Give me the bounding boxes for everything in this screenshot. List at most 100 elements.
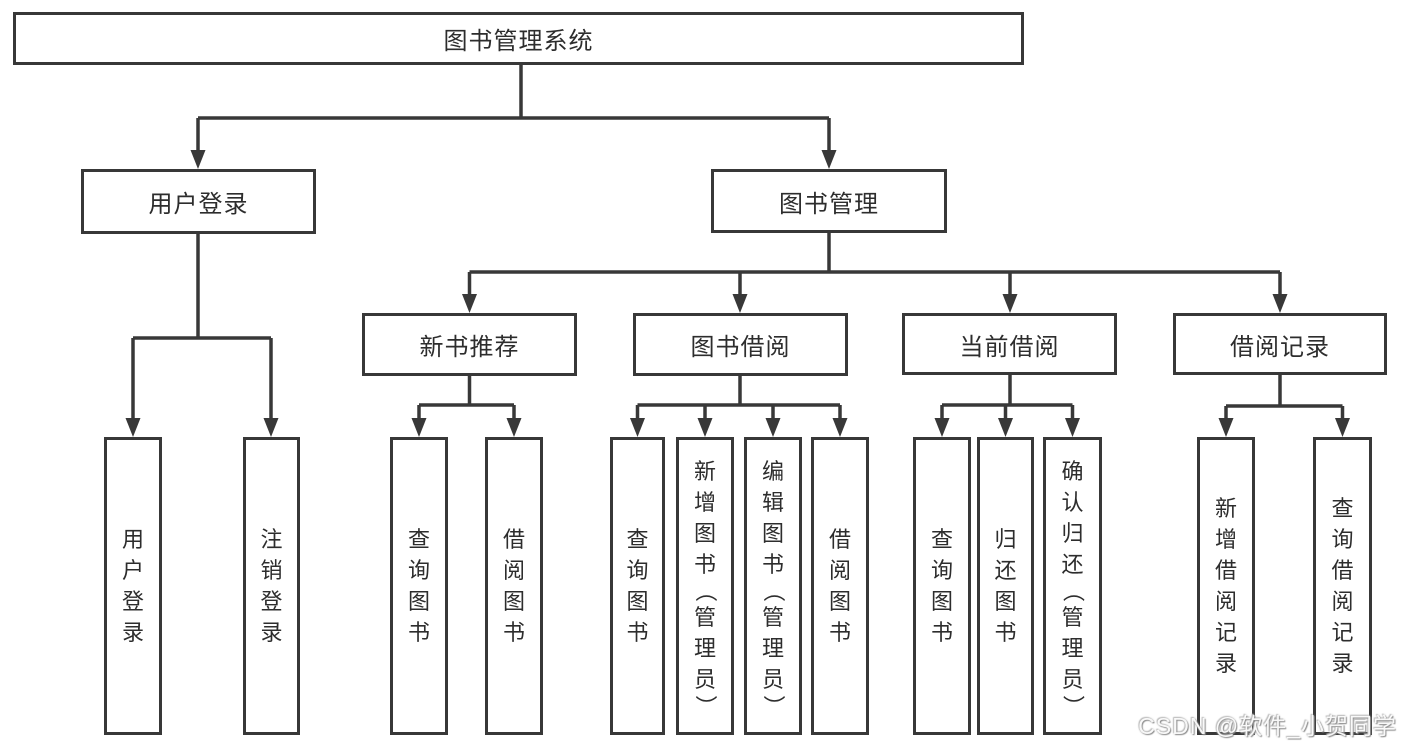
vertical-label-char: 登 — [121, 589, 144, 614]
vertical-label-char: 登 — [260, 589, 283, 614]
vertical-label-char: 还 — [1061, 551, 1084, 577]
vertical-label-char: 图 — [502, 589, 525, 614]
node-leaf-logout: 注销登录 — [243, 437, 300, 735]
vertical-label-char: 图 — [407, 589, 430, 614]
vertical-label-char: 借 — [1214, 558, 1237, 583]
vertical-label-char: 管 — [1061, 604, 1084, 630]
node-root-library-system: 图书管理系统 — [13, 12, 1024, 65]
vertical-label-char: ） — [761, 694, 786, 717]
vertical-label-char: 图 — [994, 589, 1017, 614]
arrowhead-down-icon — [832, 418, 848, 437]
vertical-label-char: 确 — [1061, 458, 1084, 484]
vertical-label-char: 增 — [693, 489, 716, 515]
node-leaf-edit-books-admin: 编辑图书（管理员） — [744, 437, 802, 735]
vertical-label-char: 员 — [1061, 666, 1084, 692]
vertical-label-char: 书 — [693, 551, 716, 577]
vertical-label-char: （ — [693, 579, 718, 602]
node-leaf-query-books-2: 查询图书 — [610, 437, 665, 735]
vertical-label-char: 录 — [1214, 651, 1237, 676]
node-leaf-borrow-books-1: 借阅图书 — [485, 437, 543, 735]
vertical-label-char: 理 — [693, 635, 716, 661]
vertical-label-char: 询 — [1331, 527, 1354, 552]
node-leaf-query-books-3: 查询图书 — [913, 437, 971, 735]
vertical-label-char: 管 — [761, 604, 784, 630]
arrowhead-down-icon — [1065, 418, 1080, 437]
vertical-label-char: 员 — [761, 666, 784, 692]
vertical-label-char: 书 — [502, 620, 525, 645]
vertical-label-char: 还 — [994, 558, 1017, 583]
vertical-label-char: 记 — [1214, 620, 1237, 645]
csdn-watermark: CSDN @软件_小贺同学 — [1138, 713, 1397, 739]
arrowhead-down-icon — [263, 418, 279, 437]
vertical-label-char: 借 — [502, 527, 525, 552]
vertical-label-char: 归 — [994, 527, 1017, 552]
vertical-label-char: 户 — [121, 558, 144, 583]
vertical-label-char: 用 — [121, 527, 144, 552]
vertical-label-char: 录 — [260, 620, 283, 645]
vertical-label-char: （ — [1060, 579, 1086, 602]
node-leaf-query-books-1: 查询图书 — [390, 437, 448, 735]
vertical-label-char: 管 — [693, 604, 716, 630]
node-book-management: 图书管理 — [711, 169, 947, 233]
node-leaf-return-books: 归还图书 — [977, 437, 1034, 735]
arrowhead-down-icon — [125, 418, 141, 437]
arrowhead-down-icon — [998, 418, 1013, 437]
arrowhead-down-icon — [1002, 294, 1018, 313]
node-leaf-query-borrow-record: 查询借阅记录 — [1313, 437, 1372, 735]
arrowhead-down-icon — [1272, 294, 1288, 313]
arrowhead-down-icon — [697, 418, 713, 437]
node-borrowing-records: 借阅记录 — [1173, 313, 1387, 375]
node-user-login: 用户登录 — [81, 169, 316, 234]
vertical-label-char: 归 — [1061, 520, 1084, 546]
vertical-label-char: 书 — [828, 620, 851, 645]
arrowhead-down-icon — [190, 150, 206, 169]
vertical-label-char: 询 — [930, 558, 953, 583]
vertical-label-char: 员 — [693, 666, 716, 692]
vertical-label-char: 阅 — [1331, 589, 1354, 614]
node-book-borrowing: 图书借阅 — [633, 313, 848, 376]
vertical-label-char: 书 — [761, 551, 784, 577]
vertical-label-char: 认 — [1061, 489, 1084, 515]
vertical-label-char: 书 — [407, 620, 430, 645]
arrowhead-down-icon — [506, 418, 522, 437]
vertical-label-char: 查 — [1331, 496, 1354, 521]
vertical-label-char: 新 — [693, 458, 716, 484]
vertical-label-char: 图 — [693, 520, 716, 546]
vertical-label-char: 阅 — [828, 558, 851, 583]
node-leaf-add-books-admin: 新增图书（管理员） — [676, 437, 734, 735]
vertical-label-char: 录 — [1331, 651, 1354, 676]
vertical-label-char: 查 — [407, 527, 430, 552]
arrowhead-down-icon — [1218, 418, 1234, 437]
vertical-label-char: 书 — [994, 620, 1017, 645]
vertical-label-char: 销 — [260, 558, 283, 583]
arrowhead-down-icon — [411, 418, 427, 437]
arrowhead-down-icon — [462, 294, 477, 313]
vertical-label-char: 书 — [626, 620, 649, 645]
vertical-label-char: ） — [1060, 694, 1086, 717]
vertical-label-char: 询 — [407, 558, 430, 583]
vertical-label-char: 新 — [1214, 496, 1237, 521]
arrowhead-down-icon — [630, 418, 645, 437]
vertical-label-char: 辑 — [761, 489, 784, 515]
vertical-label-char: 注 — [260, 527, 283, 552]
vertical-label-char: 编 — [761, 458, 784, 484]
node-leaf-add-borrow-record: 新增借阅记录 — [1197, 437, 1255, 735]
node-leaf-borrow-books-2: 借阅图书 — [811, 437, 869, 735]
vertical-label-char: 查 — [930, 527, 953, 552]
arrowhead-down-icon — [765, 418, 781, 437]
vertical-label-char: 图 — [626, 589, 649, 614]
vertical-label-char: （ — [761, 579, 786, 602]
arrowhead-down-icon — [1335, 418, 1350, 437]
vertical-label-char: 图 — [828, 589, 851, 614]
vertical-label-char: 书 — [930, 620, 953, 645]
node-current-borrowing: 当前借阅 — [902, 313, 1117, 375]
vertical-label-char: 询 — [626, 558, 649, 583]
vertical-label-char: 阅 — [502, 558, 525, 583]
vertical-label-char: ） — [693, 694, 718, 717]
node-leaf-confirm-return-admin: 确认归还（管理员） — [1043, 437, 1102, 735]
vertical-label-char: 图 — [930, 589, 953, 614]
node-leaf-user-login: 用户登录 — [104, 437, 162, 735]
arrowhead-down-icon — [732, 294, 748, 313]
node-new-book-recommend: 新书推荐 — [362, 313, 577, 376]
